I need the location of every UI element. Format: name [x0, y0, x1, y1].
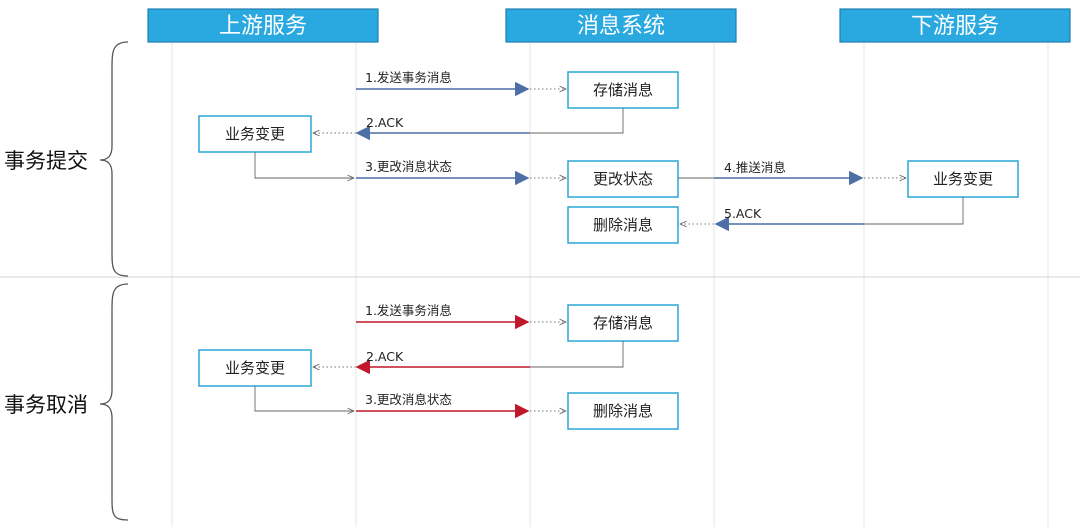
commit-msg3-connector — [254, 152, 354, 178]
cancel-business-change-label: 业务变更 — [225, 359, 285, 377]
cancel-business-change-node: 业务变更 — [198, 349, 312, 387]
lifelines — [171, 42, 1049, 527]
commit-brace — [99, 41, 129, 277]
header-downstream: 下游服务 — [839, 8, 1071, 43]
cancel-brace — [99, 283, 129, 521]
commit-store-node: 存储消息 — [567, 71, 679, 109]
commit-store-label: 存储消息 — [593, 81, 653, 99]
cancel-msg2-connector — [530, 341, 624, 368]
cancel-store-node: 存储消息 — [567, 304, 679, 342]
commit-delete-label: 删除消息 — [593, 216, 653, 234]
cancel-delete-label: 删除消息 — [593, 402, 653, 420]
header-downstream-label: 下游服务 — [911, 14, 999, 39]
commit-business-change-node: 业务变更 — [198, 115, 312, 153]
commit-business-change-label: 业务变更 — [225, 125, 285, 143]
section-commit-label: 事务提交 — [4, 149, 88, 173]
commit-downstream-change-label: 业务变更 — [933, 170, 993, 188]
commit-msg5-connector — [864, 197, 964, 225]
commit-change-status-label: 更改状态 — [593, 170, 653, 188]
cancel-msg1-label: 1.发送事务消息 — [365, 303, 452, 318]
header-upstream: 上游服务 — [147, 8, 379, 43]
commit-msg3-label: 3.更改消息状态 — [365, 159, 452, 174]
cancel-msg3-label: 3.更改消息状态 — [365, 392, 452, 407]
commit-msg5-label: 5.ACK — [724, 206, 762, 221]
cancel-store-label: 存储消息 — [593, 314, 653, 332]
cancel-delete-node: 删除消息 — [567, 392, 679, 430]
commit-msg1-label: 1.发送事务消息 — [365, 70, 452, 85]
commit-delete-node: 删除消息 — [567, 206, 679, 244]
cancel-msg3-connector — [254, 386, 354, 411]
cancel-msg2-label: 2.ACK — [366, 349, 404, 364]
commit-msg2-connector — [530, 108, 624, 134]
header-mq: 消息系统 — [505, 8, 737, 43]
section-cancel-label: 事务取消 — [4, 393, 88, 417]
header-mq-label: 消息系统 — [577, 14, 665, 39]
commit-msg2-label: 2.ACK — [366, 115, 404, 130]
commit-downstream-change-node: 业务变更 — [907, 160, 1019, 198]
commit-msg4-label: 4.推送消息 — [724, 160, 786, 175]
header-upstream-label: 上游服务 — [219, 14, 307, 39]
commit-change-status-node: 更改状态 — [567, 160, 679, 198]
